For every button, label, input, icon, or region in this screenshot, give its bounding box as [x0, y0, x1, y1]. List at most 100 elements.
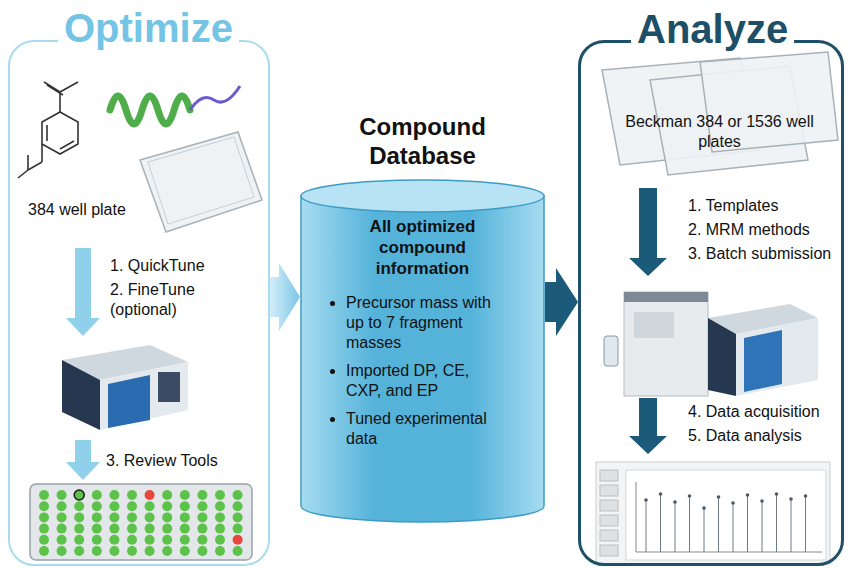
sidebar-button [600, 545, 618, 556]
chart-marker [673, 500, 677, 504]
sidebar-button [600, 500, 618, 511]
database-body: All optimized compound informationPrecur… [300, 170, 545, 449]
bond-line [28, 162, 42, 170]
bond-line [41, 144, 43, 162]
chart-marker [688, 494, 692, 498]
well-dot [197, 512, 207, 522]
well-dot [57, 490, 67, 500]
well-dot [109, 501, 119, 511]
flow-arrow [66, 440, 100, 480]
well-dot [197, 535, 207, 545]
bond-line [60, 82, 78, 92]
well-dot [233, 524, 243, 534]
step-label: 5. Data analysis [688, 426, 802, 446]
well-dot [127, 535, 137, 545]
well-dot [145, 501, 155, 511]
well-dot [127, 501, 137, 511]
sidebar-button [600, 485, 618, 496]
well-dot [145, 490, 155, 500]
flow-connector [270, 263, 300, 331]
chart-marker [644, 498, 648, 502]
chart-marker [717, 495, 721, 499]
well-dot [74, 490, 84, 500]
step-label: 4. Data acquisition [688, 402, 820, 422]
bond-line [18, 170, 28, 178]
well-dot [57, 535, 67, 545]
well-dot [162, 535, 172, 545]
flow-arrow [629, 398, 667, 454]
well-dot [57, 546, 67, 556]
chart-stem [646, 500, 647, 552]
screenshot-chart [600, 470, 826, 560]
well-dot [233, 490, 243, 500]
cylinder-body [301, 196, 544, 522]
step-label: 3. Review Tools [106, 451, 218, 471]
bond-line [46, 125, 48, 141]
chart-marker [659, 492, 663, 496]
well-dot [215, 546, 225, 556]
instrument-front [736, 318, 818, 396]
well-dot [162, 512, 172, 522]
bullet-item: Tuned experimental data [346, 409, 496, 449]
sidebar-button [600, 515, 618, 526]
database-subheading: All optimized compound information [353, 216, 493, 279]
result-plate [30, 484, 252, 560]
well-dot [109, 512, 119, 522]
bond-line [60, 141, 74, 149]
chart-stem [689, 496, 690, 552]
well-dot [39, 535, 49, 545]
well-dot [215, 501, 225, 511]
well-dot [92, 535, 102, 545]
software-screenshot [596, 462, 830, 564]
mass-spectrometer [62, 345, 188, 430]
cylinder-top [301, 180, 544, 212]
chart-marker [760, 499, 764, 503]
well-dot [233, 546, 243, 556]
well-dot [39, 501, 49, 511]
well-dot [74, 501, 84, 511]
well-dot [215, 535, 225, 545]
chart-marker [746, 493, 750, 497]
well-dot [39, 546, 49, 556]
well-dot [57, 524, 67, 534]
benzene-ring [42, 112, 78, 154]
well-dot [180, 535, 190, 545]
chart-marker [789, 497, 793, 501]
well-dot [57, 501, 67, 511]
well-dot [197, 546, 207, 556]
database-cylinder: Compound DatabaseAll optimized compound … [300, 112, 545, 524]
panel-title: Analyze [631, 7, 794, 51]
well-dots [39, 490, 243, 556]
well-dot [109, 524, 119, 534]
step-label: 1. QuickTune [110, 256, 205, 276]
instrument-side [708, 318, 736, 396]
chart-marker [775, 492, 779, 496]
flow-arrow [629, 188, 667, 276]
well-dot [197, 524, 207, 534]
chart-stem [805, 496, 806, 552]
well-dot [215, 524, 225, 534]
well-dot [145, 546, 155, 556]
bond-line [47, 85, 63, 95]
instrument-body [624, 292, 708, 396]
instrument-window [634, 312, 674, 338]
step-label: 384 well plate [28, 200, 126, 220]
acoustic-ms-system [604, 292, 818, 396]
well-dot [180, 512, 190, 522]
chart-stem [762, 501, 763, 552]
well-dot [180, 501, 190, 511]
well-dot [92, 546, 102, 556]
well-dot [92, 501, 102, 511]
well-dot [162, 524, 172, 534]
step-label: 2. FineTune (optional) [110, 280, 220, 320]
peptide-helix [110, 96, 190, 124]
bond-line [27, 155, 29, 170]
chart-axis [636, 552, 822, 553]
database-heading: Compound Database [333, 112, 513, 170]
well-dot [109, 546, 119, 556]
instrument-panel [744, 330, 782, 392]
well-dot [74, 512, 84, 522]
step-label: 2. MRM methods [688, 220, 810, 240]
well-dot [162, 501, 172, 511]
